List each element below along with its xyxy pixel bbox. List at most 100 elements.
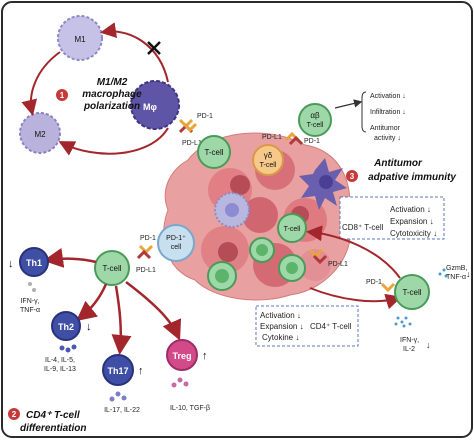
arrow-to-tumor-tcell — [306, 225, 401, 279]
pd1-positive-cell: PD-1⁺ cell — [157, 224, 195, 262]
th1-cytokine-icon — [28, 282, 36, 292]
section-cd4-differentiation: PD-1⁺ cell PD-1 PD-L1 T-cell Th1 ↓ IFN-γ… — [8, 224, 210, 434]
section2-title-line1: CD4⁺ T-cell — [26, 410, 80, 421]
pd1-label-top: PD-1 — [197, 113, 213, 120]
section1-title-line3: polarization — [83, 101, 140, 112]
treg-arrow: ↑ — [202, 350, 208, 362]
tcell-near-macrophage: T-cell — [197, 135, 231, 169]
badge-3-icon — [346, 170, 358, 182]
pd1-label-upper: PD-1 — [304, 138, 320, 145]
gzmb-line1: GzmB, — [446, 265, 467, 272]
cd4-label: CD4⁺ T-cell — [310, 322, 352, 331]
ifn-line2: IL-2 — [403, 346, 415, 353]
tcell-label-far-right: T-cell — [402, 288, 421, 297]
cd4-activation: Activation ↓ — [260, 311, 301, 320]
effect-antitumor-line1: Antitumor — [370, 125, 401, 132]
badge-3-number: 3 — [350, 172, 355, 181]
treg-cell: Treg — [166, 339, 198, 371]
tcell-tumor-bottom — [207, 261, 237, 291]
arrow-to-th1 — [43, 247, 97, 268]
pdl1-label-top: PD-L1 — [182, 140, 202, 147]
badge-1-number: 1 — [60, 91, 65, 100]
th17-cytokine-icon — [109, 391, 127, 402]
section3-title-line2: adpative immunity — [368, 172, 456, 183]
th1-label: Th1 — [26, 258, 42, 268]
pd1-pdl1-receptor-icon-right — [308, 248, 328, 265]
tcell-cd4-source: T-cell — [94, 250, 130, 286]
tcell-right-tumor: T-cell — [277, 213, 307, 243]
arrow-to-th2 — [76, 283, 108, 322]
pd1-cell-line1: PD-1⁺ — [166, 235, 186, 242]
gd-tcell-line2: T-cell — [260, 162, 277, 169]
cd8-activation: Activation ↓ — [390, 205, 431, 214]
th1-cyt-line1: IFN-γ, — [20, 298, 39, 305]
th2-arrow: ↓ — [86, 321, 92, 333]
cd8-label: CD8⁺ T-cell — [342, 223, 384, 232]
ab-tcell: αβ T-cell — [298, 103, 332, 137]
treg-label: Treg — [172, 351, 191, 361]
m2-cell: M2 — [19, 112, 61, 154]
pdl1-label-left: PD-L1 — [136, 267, 156, 274]
tumor-mass — [163, 132, 352, 301]
m1-label: M1 — [74, 35, 86, 44]
cd8-effects-box — [339, 196, 445, 240]
ifn-line1: IFN-γ, — [400, 337, 419, 344]
th2-cyt-line1: IL-4, IL-5, — [45, 357, 75, 364]
pd1-pdl1-receptor-icon-upper — [284, 131, 304, 146]
effects-bracket — [361, 91, 367, 133]
ab-tcell-line2: T-cell — [307, 122, 324, 129]
effect-activation: Activation ↓ — [370, 93, 406, 100]
th1-cell: Th1 — [19, 247, 49, 277]
pd1-pdl1-receptor-icon — [178, 118, 198, 134]
m1-cell: M1 — [57, 15, 103, 61]
arrow-to-m1 — [100, 22, 169, 83]
tcell-tumor-center — [249, 237, 275, 263]
tumor-nucleus — [218, 242, 238, 262]
gd-tcell: γδ T-cell — [252, 144, 284, 176]
cd4-expansion: Expansion ↓ — [260, 322, 304, 331]
th2-cyt-line2: IL-9, IL-13 — [44, 366, 76, 373]
cd8-expansion: Expansion ↓ — [390, 217, 434, 226]
th17-label: Th17 — [107, 366, 128, 376]
th17-arrow: ↑ — [138, 365, 144, 377]
badge-2-icon — [8, 408, 20, 420]
block-x-icon — [147, 41, 161, 55]
arrow-to-treg — [125, 281, 182, 341]
th2-cytokine-icon — [59, 344, 77, 353]
macrophage-cell: Mφ — [130, 80, 180, 130]
th17-cyt: IL-17, IL-22 — [104, 407, 140, 414]
pd1-pdl1-receptor-icon-left — [136, 244, 154, 260]
section1-title-line2: macrophage — [82, 89, 142, 100]
th2-cell: Th2 — [51, 311, 81, 341]
m2-label: M2 — [34, 130, 46, 139]
arrow-to-m2 — [58, 127, 169, 156]
tumor-nucleus — [230, 175, 250, 195]
tumor-cell — [242, 197, 278, 233]
section2-title-line2: differentiation — [20, 423, 86, 434]
pd1-receptor-icon-far-right — [380, 282, 396, 293]
badge-1-icon — [56, 89, 68, 101]
cd4-effects-box — [255, 305, 359, 347]
treg-cytokine-icon — [171, 377, 189, 388]
tcell-far-right: T-cell — [394, 274, 430, 310]
tcell-label-top: T-cell — [204, 148, 223, 157]
th17-cell: Th17 — [102, 354, 134, 386]
arrow-to-th17 — [111, 285, 132, 355]
pd1-label-left: PD-1 — [140, 235, 156, 242]
effect-antitumor-line2: activity ↓ — [374, 135, 401, 142]
arrow-to-right-tcell — [309, 287, 402, 310]
ab-tcell-line1: αβ — [310, 111, 320, 120]
effects-arrow — [334, 99, 363, 109]
ifn-arrow: ↓ — [426, 340, 431, 350]
gzmb-arrow: ↓ — [466, 269, 471, 279]
gzmb-line2: TNF-α — [446, 274, 466, 281]
pdl1-label-right: PD-L1 — [328, 261, 348, 268]
th1-cyt-line2: TNF-α — [20, 307, 40, 314]
pdl1-label-upper: PD-L1 — [262, 134, 282, 141]
gd-tcell-line1: γδ — [264, 151, 273, 160]
th2-label: Th2 — [58, 322, 74, 332]
section1-title-line1: M1/M2 — [97, 77, 128, 88]
section-macrophage-polarization: M1 M2 Mφ 1 M1/M2 macrophage polarization — [19, 15, 231, 169]
